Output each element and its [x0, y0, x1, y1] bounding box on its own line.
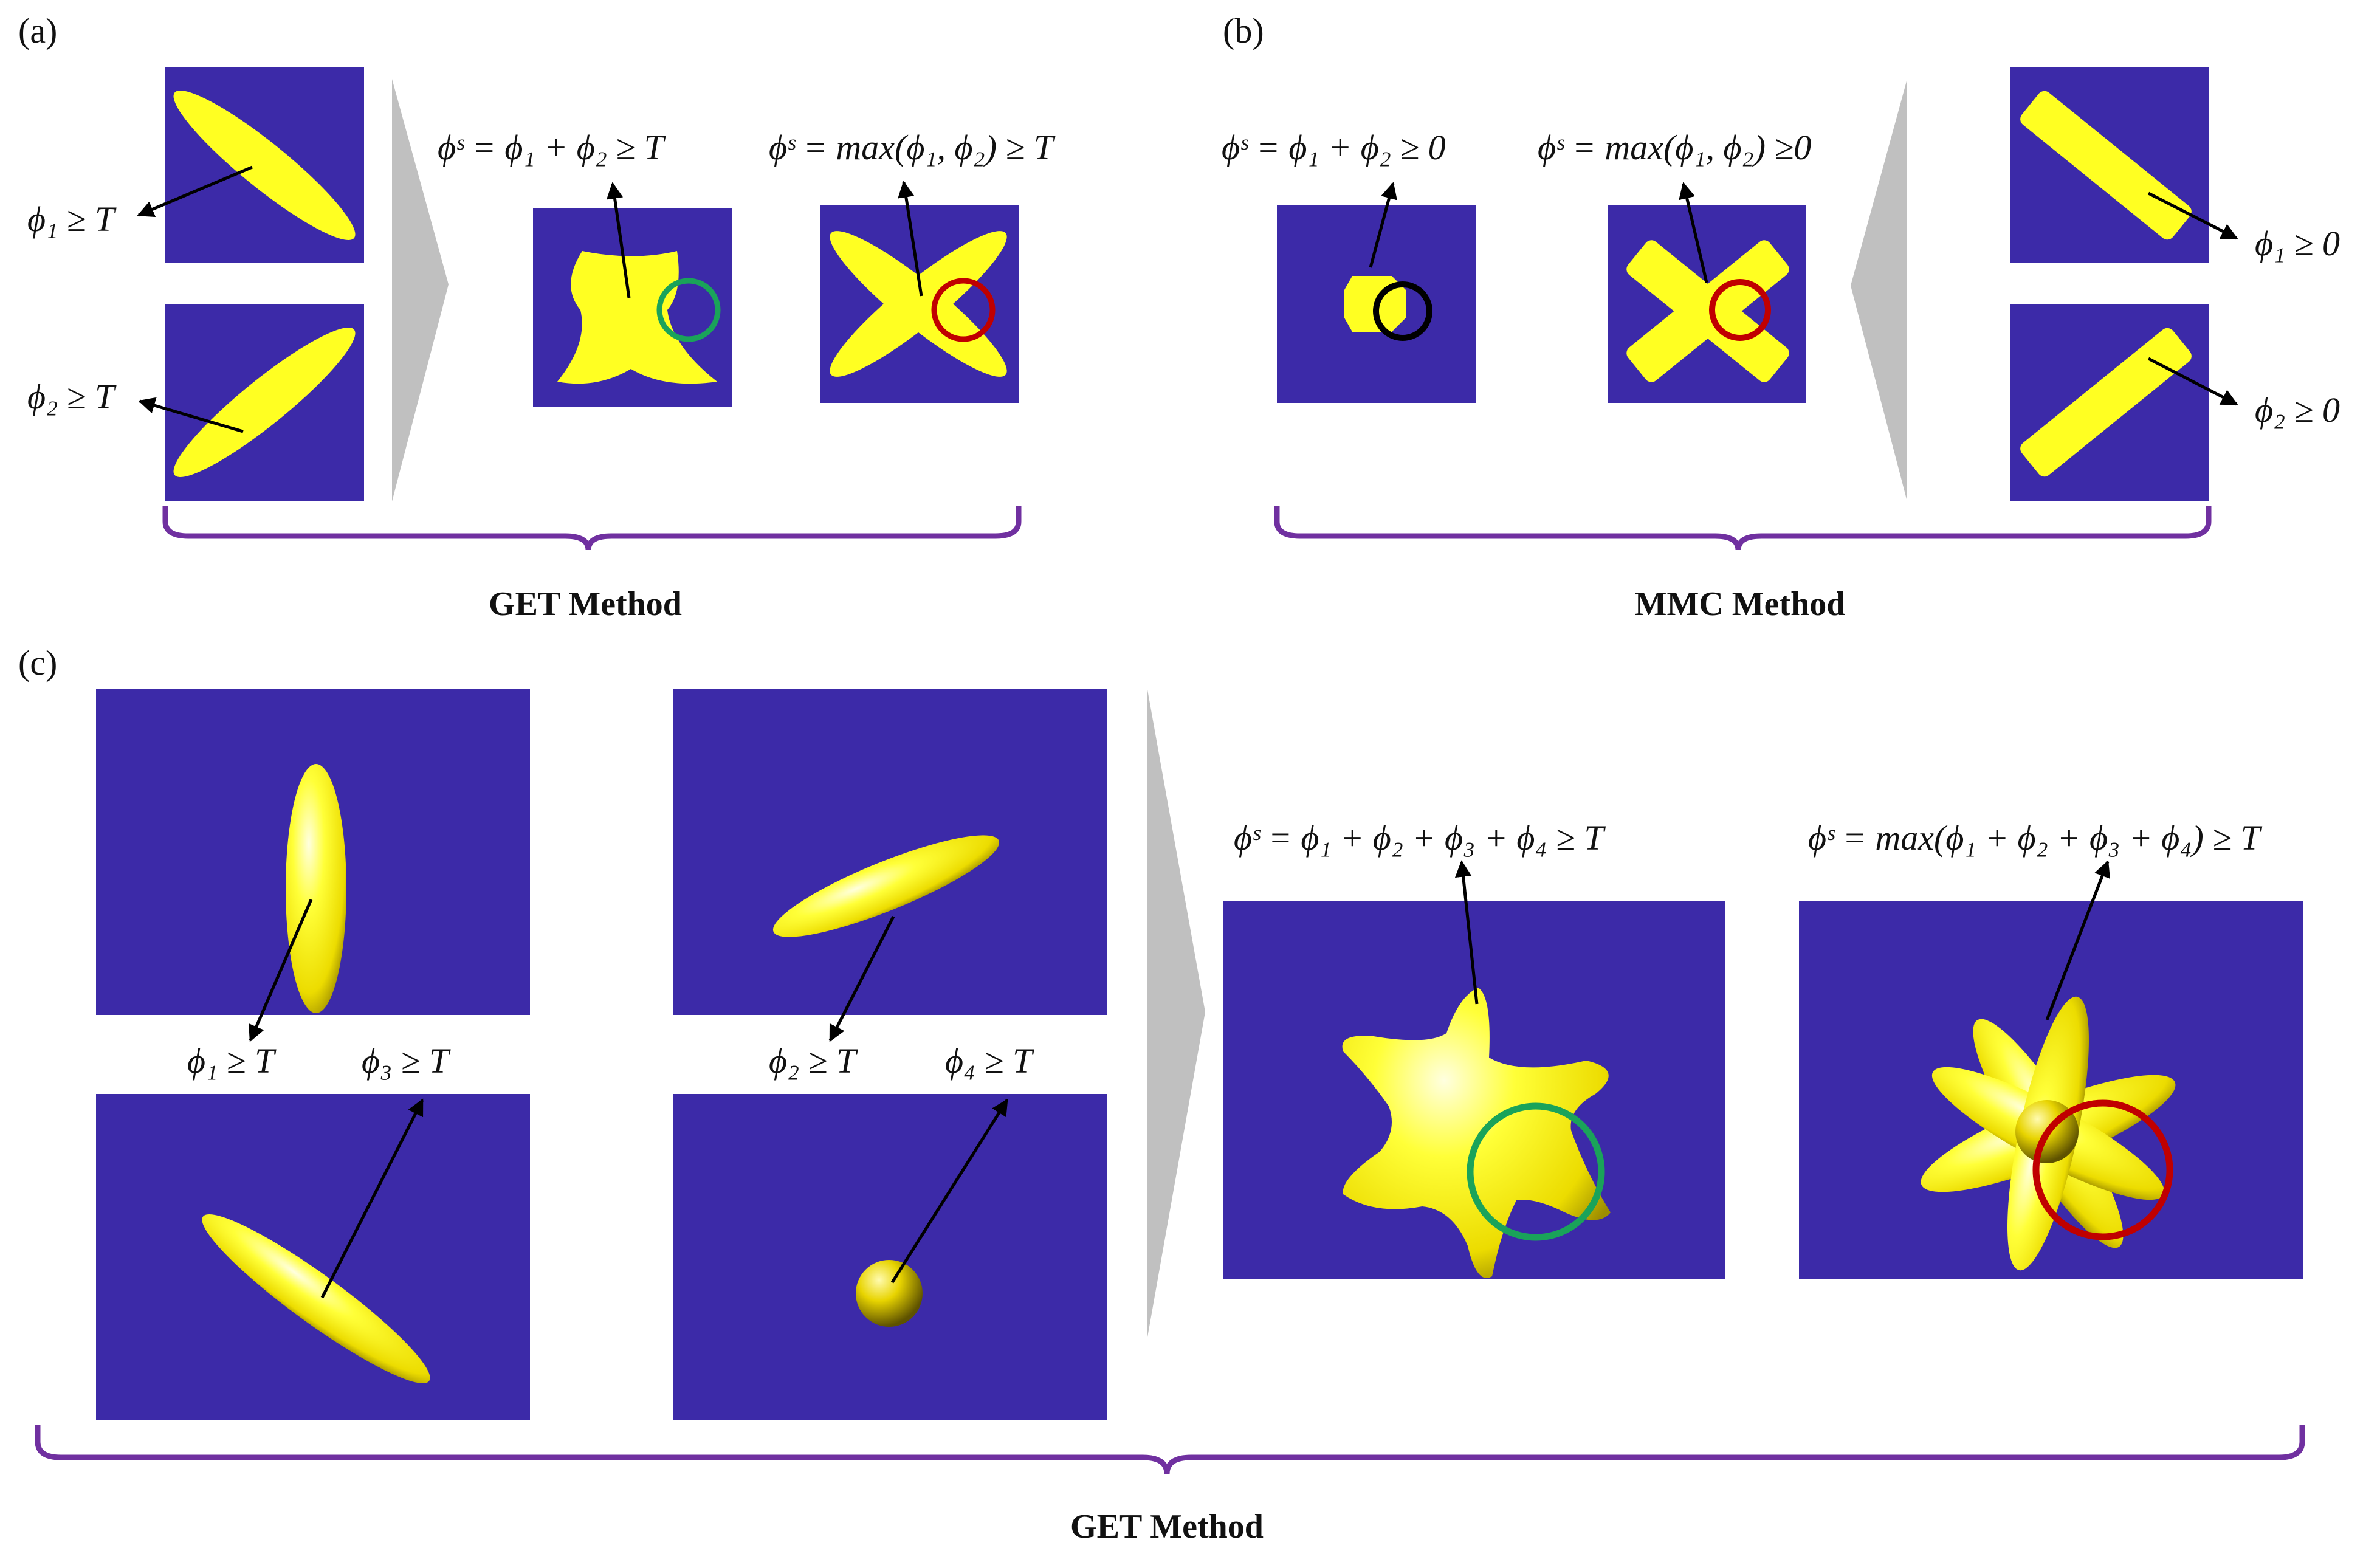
method-label-c: GET Method — [1070, 1508, 1264, 1546]
phi3-ellipsoid — [202, 1214, 430, 1384]
phi3-3d-panel — [96, 1094, 530, 1420]
max-highlight-circle — [931, 278, 996, 342]
sum-formula: ϕˢ = ϕ₁ + ϕ₂ ≥ T — [438, 128, 666, 167]
mmc-phi2-pointer — [2147, 357, 2238, 406]
bracket-b — [1274, 506, 2212, 551]
phi2-ellipsoid — [772, 835, 1000, 937]
mmc-sum-formula: ϕˢ = ϕ₁ + ϕ₂ ≥ 0 — [1222, 128, 1446, 167]
phi2-label: ϕ₂ ≥ T — [27, 377, 117, 416]
bracket-c — [35, 1425, 2305, 1474]
phi2-3d-label: ϕ₂ ≥ T — [769, 1041, 858, 1081]
method-label-b: MMC Method — [1635, 585, 1846, 623]
mmc-max-formula: ϕˢ = max(ϕ₁, ϕ₂) ≥0 — [1538, 128, 1811, 167]
mmc-max-bar-2 — [1626, 240, 1789, 382]
phi1-ellipsoid — [286, 764, 346, 1013]
panel-b-label: (b) — [1223, 11, 1264, 50]
mmc-sum-highlight-circle — [1373, 281, 1432, 341]
phi1-pointer — [137, 165, 253, 218]
method-label-a: GET Method — [489, 585, 682, 623]
mmc-phi2-label: ϕ₂ ≥ 0 — [2255, 390, 2340, 430]
mmc-phi1-label: ϕ₁ ≥ 0 — [2255, 224, 2340, 263]
panel-a-label: (a) — [18, 11, 57, 50]
max-pointer — [898, 181, 923, 297]
sum-3d-shape — [1342, 988, 1611, 1278]
sum-3d-formula: ϕˢ = ϕ₁ + ϕ₂ + ϕ₃ + ϕ₄ ≥ T — [1234, 818, 1606, 858]
panel-a: (a) ϕ₁ ≥ T ϕ₂ ≥ T ϕˢ = ϕ₁ + ϕ₂ ≥ T ϕˢ = … — [18, 11, 1056, 623]
max-3d-pointer — [2045, 860, 2110, 1020]
max-ellipse-2 — [830, 231, 1007, 377]
phi3-3d-pointer — [320, 1098, 424, 1299]
sum-highlight-circle — [656, 278, 721, 342]
arrow-head-b — [1851, 79, 1907, 501]
phi4-3d-label: ϕ₄ ≥ T — [945, 1041, 1034, 1081]
max-formula: ϕˢ = max(ϕ₁, ϕ₂) ≥ T — [769, 128, 1056, 167]
max-3d-formula: ϕˢ = max(ϕ₁ + ϕ₂ + ϕ₃ + ϕ₄) ≥ T — [1808, 818, 2263, 858]
mmc-max-pointer — [1679, 182, 1708, 283]
phi1-3d-label: ϕ₁ ≥ T — [187, 1041, 277, 1081]
panel-c: (c) ϕ₁ ≥ T ϕ₃ ≥ T ϕ₂ ≥ T ϕ₄ ≥ T ϕˢ = ϕ₁ … — [18, 643, 2305, 1546]
sum-3d-pointer — [1454, 860, 1479, 1005]
phi2-pointer — [138, 397, 244, 433]
arrow-head-c — [1147, 690, 1205, 1337]
mmc-phi1-bar — [2020, 91, 2192, 240]
panel-b: (b) ϕˢ = ϕ₁ + ϕ₂ ≥ 0 ϕˢ = max(ϕ₁, ϕ₂) ≥0… — [1222, 11, 2340, 623]
mmc-max-highlight-circle — [1709, 279, 1771, 341]
max-3d-highlight-circle — [2032, 1099, 2173, 1240]
mmc-phi1-pointer — [2147, 191, 2238, 240]
phi4-3d-pointer — [890, 1098, 1009, 1284]
phi2-3d-panel — [673, 689, 1107, 1015]
phi1-3d-pointer — [249, 899, 313, 1042]
panel-c-label: (c) — [18, 643, 57, 683]
phi1-label: ϕ₁ ≥ T — [27, 199, 117, 239]
phi2-3d-pointer — [828, 915, 895, 1042]
phi2-ellipse — [173, 328, 356, 477]
sum-3d-highlight-circle — [1467, 1102, 1605, 1241]
sum-pointer — [606, 182, 631, 298]
phi4-3d-panel — [673, 1094, 1107, 1420]
phi1-ellipse — [173, 91, 356, 240]
phi4-sphere — [856, 1260, 923, 1327]
mmc-phi2-bar — [2020, 328, 2192, 477]
bracket-a — [162, 506, 1022, 551]
mmc-sum-pointer — [1369, 182, 1397, 268]
phi3-3d-label: ϕ₃ ≥ T — [362, 1041, 451, 1081]
arrow-head-a — [392, 79, 449, 501]
